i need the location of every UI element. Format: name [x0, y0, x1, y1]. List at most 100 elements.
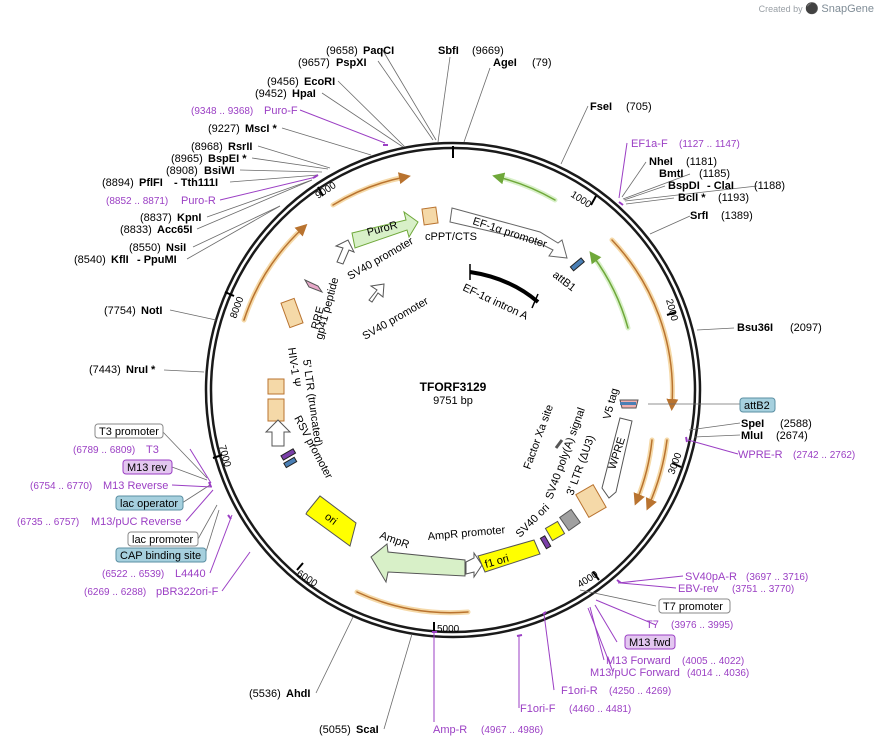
m13fwd-label: M13 fwd	[629, 637, 671, 649]
enzyme-tth111i: - Tth111I	[174, 177, 218, 189]
enzyme-mlui: MluI	[741, 430, 763, 442]
arc-ef1a-green	[495, 174, 558, 203]
cppt-box	[421, 206, 439, 226]
primer-sv40par: SV40pA-R	[685, 571, 737, 583]
primer-leader-lines	[171, 109, 739, 722]
ef1a-promoter-arrow	[449, 207, 568, 259]
attb2-box	[739, 397, 776, 413]
enzyme-bsiwi: BsiWI	[204, 165, 235, 177]
enzyme-hpai: HpaI	[292, 88, 316, 100]
primer-ebvrev-pos: (3751 .. 3770)	[732, 584, 794, 595]
primer-m13reverse: M13 Reverse	[103, 480, 168, 492]
primer-m13pucrev: M13/pUC Reverse	[91, 516, 181, 528]
enzyme-noti-pos: (7754)	[104, 305, 136, 317]
primer-l4440: L4440	[175, 568, 206, 580]
enzyme-labels: (9658) PaqCI SbfI (9669) (9657) PspXI Ag…	[74, 45, 822, 736]
cppt-label: cPPT/CTS	[425, 231, 477, 243]
enzyme-msci-pos: (9227)	[208, 123, 240, 135]
sv40ori-box	[544, 520, 566, 542]
primer-f1orif: F1ori-F	[520, 703, 556, 715]
arc-green-2	[590, 253, 631, 331]
cap-site-label: CAP binding site	[120, 550, 201, 562]
enzyme-rsrii: RsrII	[228, 141, 252, 153]
m13rev-box	[122, 459, 173, 475]
plasmid-title: TFORF3129 9751 bp	[420, 380, 487, 407]
enzyme-srfi: SrfI	[690, 210, 708, 222]
primer-f1orif-pos: (4460 .. 4481)	[569, 704, 631, 715]
attb1-label: attB1	[550, 269, 578, 294]
enzyme-acc65i: Acc65I	[157, 224, 192, 236]
enzyme-ahdi: AhdI	[286, 688, 310, 700]
primer-ef1af: EF1a-F	[631, 138, 668, 150]
enzyme-acc65i-pos: (8833)	[120, 224, 152, 236]
tick-5000: 5000	[437, 624, 460, 635]
enzyme-ecori: EcoRI	[304, 76, 335, 88]
primer-f1orir-pos: (4250 .. 4269)	[609, 686, 671, 697]
hiv-label: HIV-1 Ψ	[285, 347, 302, 388]
enzyme-bmti-pos: (1185)	[699, 168, 730, 180]
primer-ebvrev: EBV-rev	[678, 583, 719, 595]
primer-purof-pos: (9348 .. 9368)	[191, 106, 253, 117]
tick-marks	[212, 146, 682, 632]
enzyme-spei-pos: (2588)	[780, 418, 812, 430]
primer-t7: T7	[646, 619, 659, 631]
enzyme-bmti: BmtI	[659, 168, 683, 180]
t7-promoter-box	[658, 598, 731, 614]
primer-l4440-pos: (6522 .. 6539)	[102, 569, 164, 580]
enzyme-kfli: KflI	[111, 254, 129, 266]
v5tag-label: V5 tag	[601, 387, 621, 421]
enzyme-srfi-pos: (1389)	[721, 210, 753, 222]
ltr3-box	[575, 484, 607, 518]
lac-promoter-label: lac promoter	[132, 534, 193, 546]
primer-marks	[208, 144, 688, 637]
enzyme-bsu36i: Bsu36I	[737, 322, 773, 334]
lac-promoter-box	[127, 531, 199, 547]
primer-pbr322: pBR322ori-F	[156, 586, 219, 598]
sv40-promoter-arrow-1	[334, 239, 356, 265]
m13fwd-box	[624, 634, 676, 650]
primer-puror-pos: (8852 .. 8871)	[106, 196, 168, 207]
arc-orf-wpre1	[634, 437, 655, 503]
outer-arcs	[241, 172, 679, 616]
enzyme-msci: MscI *	[245, 123, 278, 135]
enzyme-scai: ScaI	[356, 724, 379, 736]
credit-brand: SnapGene	[821, 3, 874, 15]
enzyme-mlui-pos: (2674)	[776, 430, 808, 442]
primer-ampr-pos: (4967 .. 4986)	[481, 725, 543, 736]
rsv-marker-2	[283, 456, 298, 469]
primer-t7-pos: (3976 .. 3995)	[671, 620, 733, 631]
ef1a-intron-line	[469, 270, 540, 304]
enzyme-fsei-pos: (705)	[626, 101, 652, 113]
enzyme-bcli: BclI *	[678, 192, 706, 204]
sv40-promoter-arrow-2	[368, 283, 385, 303]
enzyme-bspdi: BspDI	[668, 180, 700, 192]
rsv-marker-1	[280, 448, 297, 461]
enzyme-paqci-pos: (9658)	[326, 45, 358, 57]
lac-operator-box	[115, 495, 184, 511]
enzyme-clai-pos: (1188)	[754, 180, 785, 192]
enzyme-nrui-pos: (7443)	[89, 364, 121, 376]
enzyme-paqci: PaqCI	[363, 45, 394, 57]
puror-arrow	[351, 210, 419, 249]
ampr-promoter-arrow	[465, 551, 483, 579]
primer-m13pucrev-pos: (6735 .. 6757)	[17, 517, 79, 528]
primer-m13pucfwd: M13/pUC Forward	[590, 667, 680, 679]
enzyme-noti: NotI	[141, 305, 162, 317]
enzyme-clai: - ClaI	[707, 180, 734, 192]
enzyme-kpni: KpnI	[177, 212, 201, 224]
enzyme-fsei: FseI	[590, 101, 612, 113]
enzyme-spei: SpeI	[741, 418, 764, 430]
enzyme-pflfi-pos: (8894)	[102, 177, 134, 189]
arc-puror-orf	[330, 174, 408, 208]
enzyme-nhei-pos: (1181)	[686, 156, 717, 168]
primer-t3: T3	[146, 444, 159, 456]
snapgene-credit: Created by ⚫ SnapGene	[759, 2, 874, 15]
rre-box	[280, 297, 304, 329]
primer-wprer-pos: (2742 .. 2762)	[793, 450, 855, 461]
enzyme-hpai-pos: (9452)	[255, 88, 287, 100]
enzyme-ppumi: - PpuMI	[137, 254, 177, 266]
primer-sv40par-pos: (3697 .. 3716)	[746, 572, 808, 583]
enzyme-ahdi-pos: (5536)	[249, 688, 281, 700]
ltr5-box-1	[267, 378, 285, 395]
